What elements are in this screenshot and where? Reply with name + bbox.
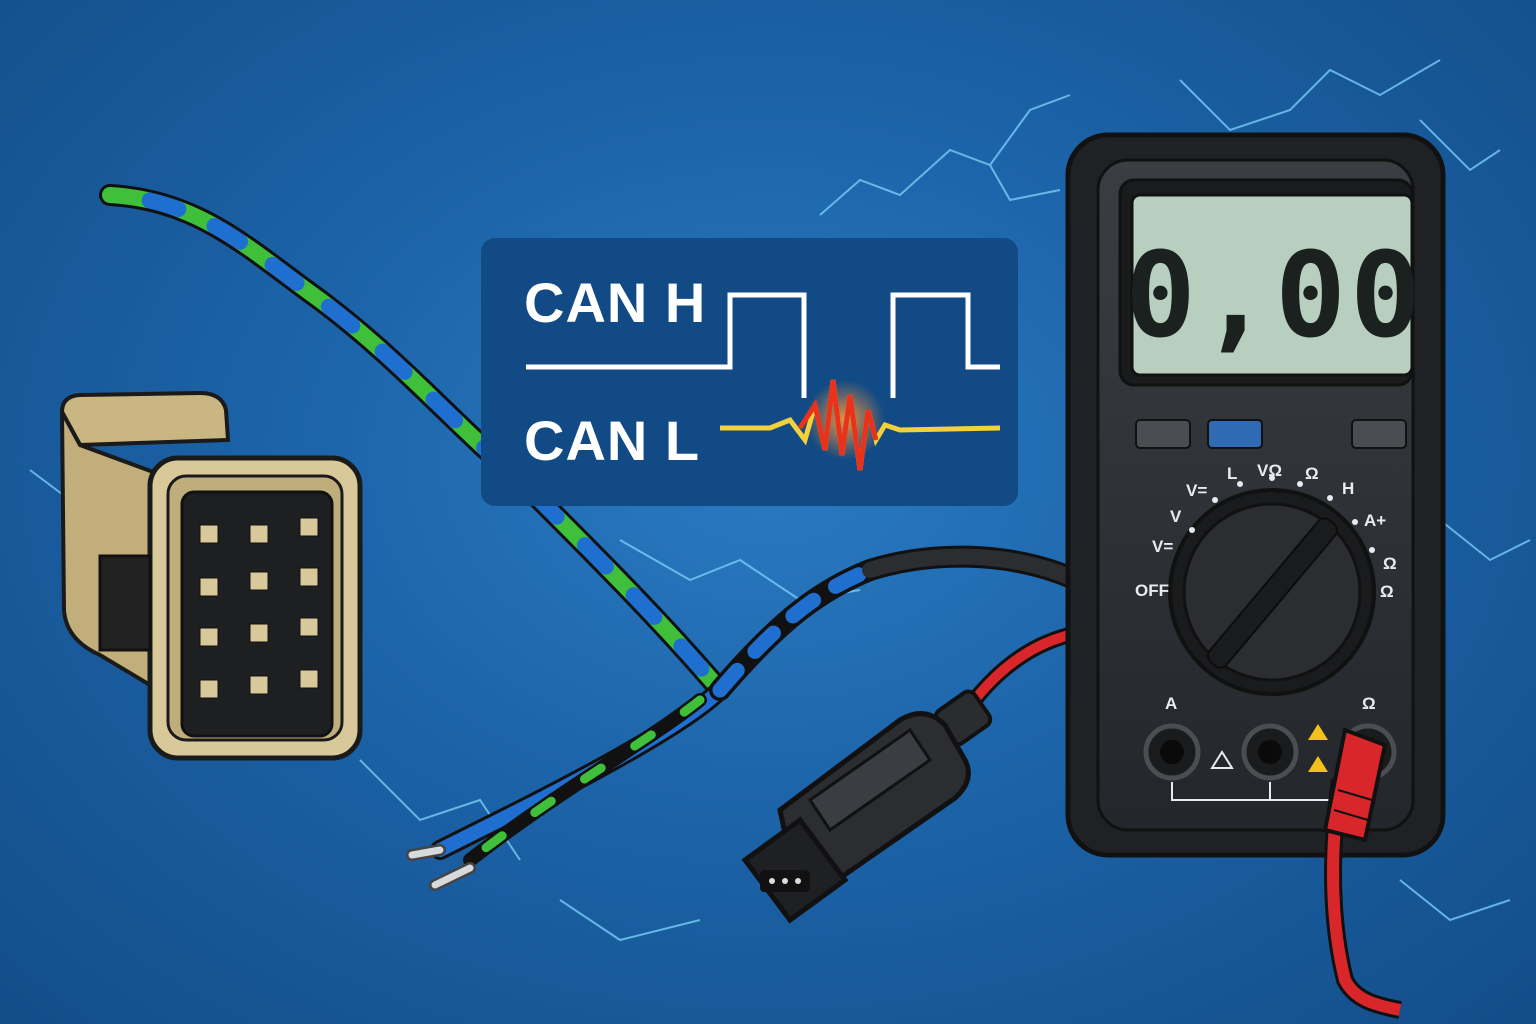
function-button-left[interactable] [1135,419,1191,449]
warning-triangle-icon [1308,724,1328,740]
dial-label-vdc-2: V= [1186,481,1208,500]
probe-plug-red [1322,727,1402,1019]
warning-triangle-icon [1308,756,1328,772]
can-signal-panel [481,238,1018,506]
can-h-label: CAN H [524,271,707,334]
jack-label-ohm: Ω [1362,694,1376,713]
function-button-center[interactable] [1207,419,1263,449]
dial-pointer [1206,517,1339,669]
beige-connector [59,390,363,761]
dial-label-ohm-2: Ω [1383,554,1397,573]
lcd-screen [1130,193,1414,377]
dial-label-off: OFF [1135,581,1169,600]
dial-label-a: A+ [1364,511,1387,530]
can-l-label: CAN L [524,409,701,472]
dial-label-vohm: VΩ [1257,461,1282,480]
lcd-reading: 0,00 [1124,226,1426,364]
obd-plug [741,689,993,924]
can-h-waveform-tail [890,292,1000,398]
dial-label-ohm-3: Ω [1380,582,1394,601]
function-button-right[interactable] [1351,419,1407,449]
dial-label-h: H [1342,479,1355,498]
jack-label-a: A [1165,694,1178,713]
dial-label-ohm: Ω [1305,464,1319,483]
dial-label-vdc: V= [1152,537,1174,556]
dial-label-v: V [1170,507,1182,526]
multimeter [1065,132,1446,858]
can-h-waveform [526,292,807,398]
warning-triangle-icon [1210,750,1234,769]
dial-label-l: L [1227,464,1238,483]
noise-spike [797,379,879,471]
